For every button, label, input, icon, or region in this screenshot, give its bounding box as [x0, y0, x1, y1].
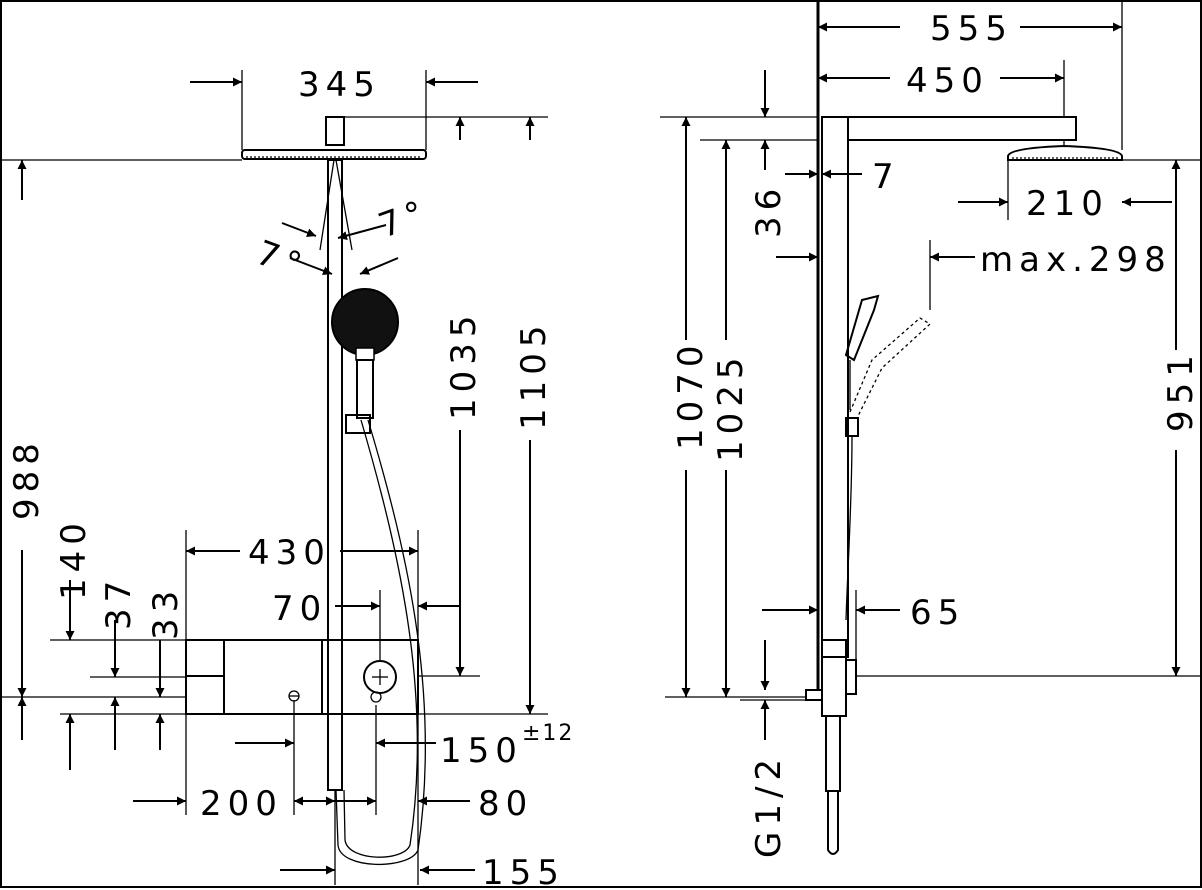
- dim-1070: 1070: [671, 339, 711, 450]
- dim-150: 150: [440, 731, 523, 771]
- dim-1025: 1025: [711, 351, 751, 462]
- dim-80: 80: [478, 784, 533, 824]
- dim-g12: G1/2: [749, 753, 789, 858]
- dim-200: 200: [200, 784, 283, 824]
- dim-988: 988: [7, 437, 47, 520]
- dim-33: 33: [146, 585, 186, 640]
- dim-37: 37: [99, 575, 139, 630]
- dim-7: 7: [872, 157, 900, 197]
- side-riser-pipe: [821, 116, 849, 658]
- front-control-knob: [363, 660, 397, 694]
- dim-1035: 1035: [444, 309, 484, 420]
- side-view: 555 450 36 7 210 max.298 1070 1025: [660, 0, 1201, 858]
- dim-555: 555: [930, 9, 1013, 49]
- dim-tilt-right: 7°: [373, 192, 434, 247]
- dim-450: 450: [906, 61, 989, 101]
- front-holder: [345, 414, 371, 434]
- dim-155: 155: [482, 853, 565, 890]
- dim-951: 951: [1161, 349, 1201, 432]
- dim-140: 140: [54, 517, 94, 600]
- dim-70: 70: [272, 589, 327, 629]
- side-handshower: [844, 294, 880, 362]
- front-riser-pipe: [327, 159, 343, 791]
- front-view: 345 1035 1105 988 140 37 33: [0, 65, 574, 890]
- dim-1105: 1105: [514, 319, 554, 430]
- front-hose: [335, 419, 427, 866]
- side-showerhead: [1007, 144, 1123, 161]
- front-handshower-handle: [356, 359, 374, 419]
- front-showerhead-connector: [325, 116, 345, 146]
- dim-max-298: max.298: [980, 240, 1172, 280]
- dim-430: 430: [248, 533, 331, 573]
- dim-65: 65: [910, 593, 965, 633]
- dim-36: 36: [749, 183, 789, 238]
- side-thermostat: [821, 639, 847, 717]
- side-inlet: [805, 689, 823, 701]
- dim-tilt-left: 7°: [251, 233, 312, 288]
- dim-tolerance: ±12: [522, 721, 574, 746]
- side-shower-arm: [847, 116, 1077, 141]
- front-handshower-head: [331, 288, 399, 356]
- dim-210: 210: [1026, 184, 1109, 224]
- dim-345: 345: [298, 65, 381, 105]
